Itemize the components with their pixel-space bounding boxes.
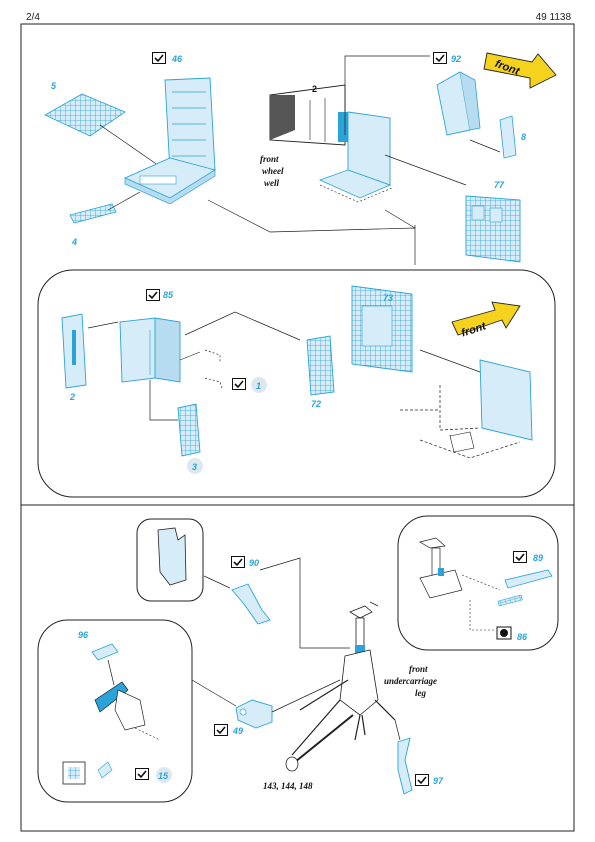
part-72-panel xyxy=(306,335,335,396)
part-label-8: 8 xyxy=(521,132,526,142)
front-arrow-icon: front xyxy=(451,301,521,340)
wheel-well-label-line2: wheel xyxy=(262,166,284,176)
strut-top-detail xyxy=(419,537,463,599)
fold-check-icon xyxy=(135,768,149,780)
top-assembly: 5 46 4 2 front wheel xyxy=(44,52,557,265)
fold-check-icon xyxy=(513,551,527,563)
part-label-90: 90 xyxy=(249,558,259,568)
undercarriage-label-line2: undercarriage xyxy=(384,676,437,686)
document-code: 49 1138 xyxy=(535,12,571,23)
part-label-49: 49 xyxy=(232,726,243,736)
fold-check-icon xyxy=(232,378,246,390)
part-73-panel xyxy=(351,285,413,373)
part-97-link xyxy=(397,737,413,795)
part-1-brackets xyxy=(179,349,223,389)
fold-check-icon xyxy=(231,556,245,568)
part-label-1: 1 xyxy=(256,381,261,391)
part-label-97: 97 xyxy=(433,776,444,786)
bottom-assembly: 90 89 86 front undercar xyxy=(37,515,559,803)
part-label-92: 92 xyxy=(451,54,461,64)
detail-frame-middle xyxy=(37,269,556,498)
part-label-5: 5 xyxy=(51,81,57,91)
front-arrow-icon: front xyxy=(483,52,557,89)
part-label-3: 3 xyxy=(192,462,197,472)
page-frame xyxy=(20,23,575,832)
part-label-77: 77 xyxy=(494,180,505,190)
part-1-badge xyxy=(251,377,267,393)
part-46-panel xyxy=(123,77,217,205)
wheel-well-label-line3: well xyxy=(264,178,279,188)
part-label-73: 73 xyxy=(383,293,393,303)
fold-check-icon xyxy=(152,52,166,64)
part-85-box xyxy=(119,317,181,383)
undercarriage-label-line3: leg xyxy=(415,688,426,698)
page-number: 2/4 xyxy=(26,12,40,23)
part-label-46: 46 xyxy=(171,54,183,64)
wheel-well-label-line1: front xyxy=(260,154,279,164)
part-92-cover xyxy=(436,71,481,136)
part-3-panel xyxy=(177,403,201,457)
detail-frame-90 xyxy=(136,518,204,602)
part-96-tab xyxy=(91,643,119,661)
part-label-89: 89 xyxy=(533,553,543,563)
middle-assembly: 2 85 1 3 73 72 xyxy=(61,285,533,474)
part-5-grille xyxy=(44,93,166,171)
part-label-mid-2: 2 xyxy=(69,392,75,402)
part-8-plate xyxy=(469,115,517,159)
part-label-top-2: 2 xyxy=(312,84,317,94)
part-label-4: 4 xyxy=(71,237,77,247)
leader-line xyxy=(207,199,416,265)
detail-frame-89 xyxy=(397,515,559,651)
part-label-96: 96 xyxy=(78,630,89,640)
part-89-bracket xyxy=(504,569,553,589)
fold-check-icon xyxy=(146,289,160,301)
part-label-72: 72 xyxy=(311,399,321,409)
undercarriage-leg xyxy=(285,605,396,772)
part-label-85: 85 xyxy=(163,290,174,300)
strut-mount-detail xyxy=(94,681,161,741)
fold-check-icon xyxy=(214,724,228,736)
fold-check-icon xyxy=(415,774,429,786)
undercarriage-label-line1: front xyxy=(409,664,428,674)
assembled-wall xyxy=(400,349,533,459)
wheel-well-box xyxy=(269,84,393,203)
reference-numbers: 143, 144, 148 xyxy=(263,781,313,791)
detail-frame-96 xyxy=(37,619,193,803)
part-49-bracket xyxy=(235,699,273,729)
fold-check-icon xyxy=(433,52,447,64)
part-4-strip xyxy=(69,191,141,224)
part-label-15: 15 xyxy=(158,771,169,781)
part-90-strut xyxy=(231,583,271,625)
part-label-86: 86 xyxy=(517,632,528,642)
part-77-frame xyxy=(465,195,521,263)
